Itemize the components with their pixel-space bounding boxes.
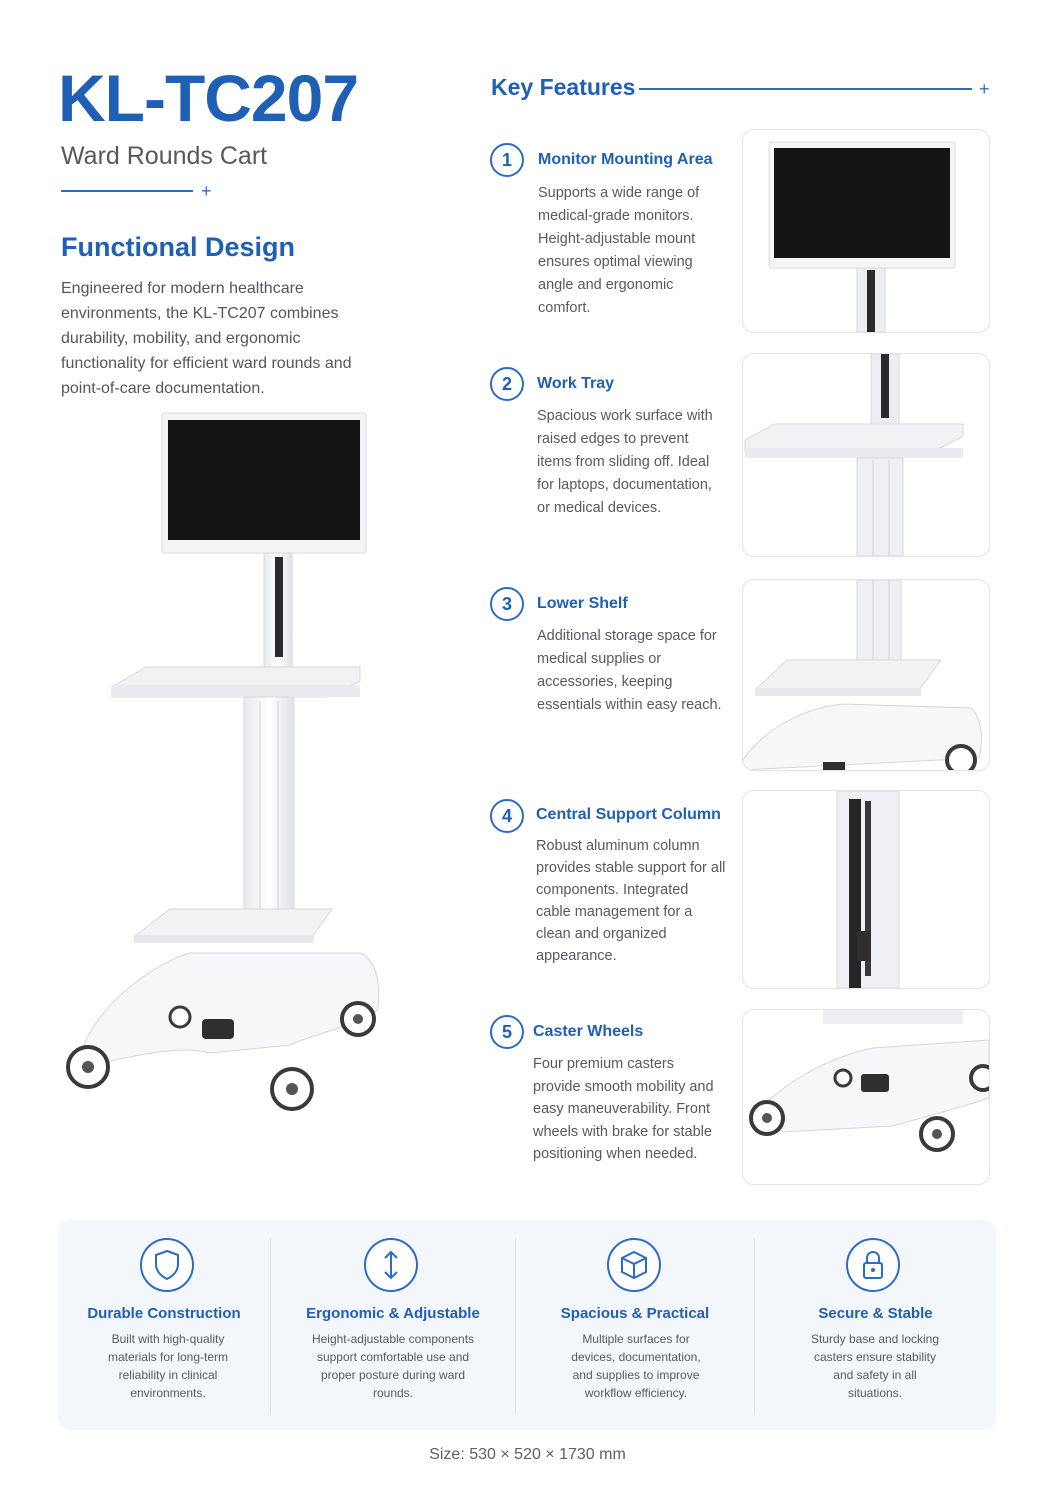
feature-image-caster-wheels [742, 1009, 990, 1185]
feature-image-work-tray [742, 353, 990, 557]
feature-number-4: 4 [490, 799, 524, 833]
benefit-desc: Multiple surfaces for devices, documenta… [571, 1332, 701, 1400]
feature-image-central-column [742, 790, 990, 989]
benefit-desc: Height-adjustable components support com… [311, 1332, 475, 1400]
vertical-arrows-icon [364, 1238, 418, 1292]
plus-icon: + [201, 181, 212, 201]
feature-image-monitor [742, 129, 990, 333]
feature-desc-lower-shelf: Additional storage space for medical sup… [537, 628, 722, 713]
benefit-desc: Sturdy base and locking casters ensure s… [810, 1332, 940, 1400]
feature-title-caster-wheels: Caster Wheels [533, 1023, 644, 1040]
benefit-secure: Secure & Stable Sturdy base and locking … [755, 1220, 996, 1430]
feature-number-5: 5 [490, 1015, 524, 1049]
feature-title-work-tray: Work Tray [537, 375, 615, 392]
benefit-ergonomic: Ergonomic & Adjustable Height-adjustable… [271, 1220, 515, 1430]
benefit-title: Secure & Stable [818, 1305, 933, 1322]
feature-title-lower-shelf: Lower Shelf [537, 595, 628, 612]
cart-illustration [66, 412, 380, 1111]
lock-icon [846, 1238, 900, 1292]
benefit-spacious: Spacious & Practical Multiple surfaces f… [516, 1220, 754, 1430]
feature-image-lower-shelf [742, 579, 990, 771]
dimensions-text: Size: 530 × 520 × 1730 mm [429, 1446, 626, 1463]
benefit-desc: Built with high-quality materials for lo… [107, 1332, 229, 1400]
feature-desc-central-column: Robust aluminum column provides stable s… [536, 838, 726, 964]
benefit-title: Spacious & Practical [560, 1305, 710, 1322]
feature-number-2: 2 [490, 367, 524, 401]
key-features-divider [639, 88, 972, 90]
model-title: KL-TC207 [58, 61, 359, 135]
feature-title-monitor-mounting: Monitor Mounting Area [538, 151, 713, 168]
feature-title-central-column: Central Support Column [536, 806, 721, 823]
functional-design-description: Engineered for modern healthcare environ… [61, 280, 352, 397]
header-divider [61, 190, 193, 192]
plus-icon: + [979, 79, 990, 99]
benefits-panel: Durable Construction Built with high-qua… [58, 1220, 996, 1430]
benefit-title: Durable Construction [87, 1305, 241, 1322]
feature-desc-work-tray: Spacious work surface with raised edges … [537, 408, 713, 516]
feature-desc-caster-wheels: Four premium casters provide smooth mobi… [533, 1056, 714, 1162]
product-subtitle: Ward Rounds Cart [61, 142, 268, 170]
shield-icon [140, 1238, 194, 1292]
divider [754, 1238, 755, 1414]
functional-design-title: Functional Design [61, 232, 296, 262]
box-icon [607, 1238, 661, 1292]
divider [515, 1238, 516, 1414]
feature-desc-monitor-mounting: Supports a wide range of medical-grade m… [538, 185, 700, 316]
benefit-title: Ergonomic & Adjustable [306, 1305, 480, 1322]
key-features-title: Key Features [491, 74, 636, 100]
divider [270, 1238, 271, 1414]
feature-number-1: 1 [490, 143, 524, 177]
benefit-durable: Durable Construction Built with high-qua… [58, 1220, 270, 1430]
feature-number-3: 3 [490, 587, 524, 621]
